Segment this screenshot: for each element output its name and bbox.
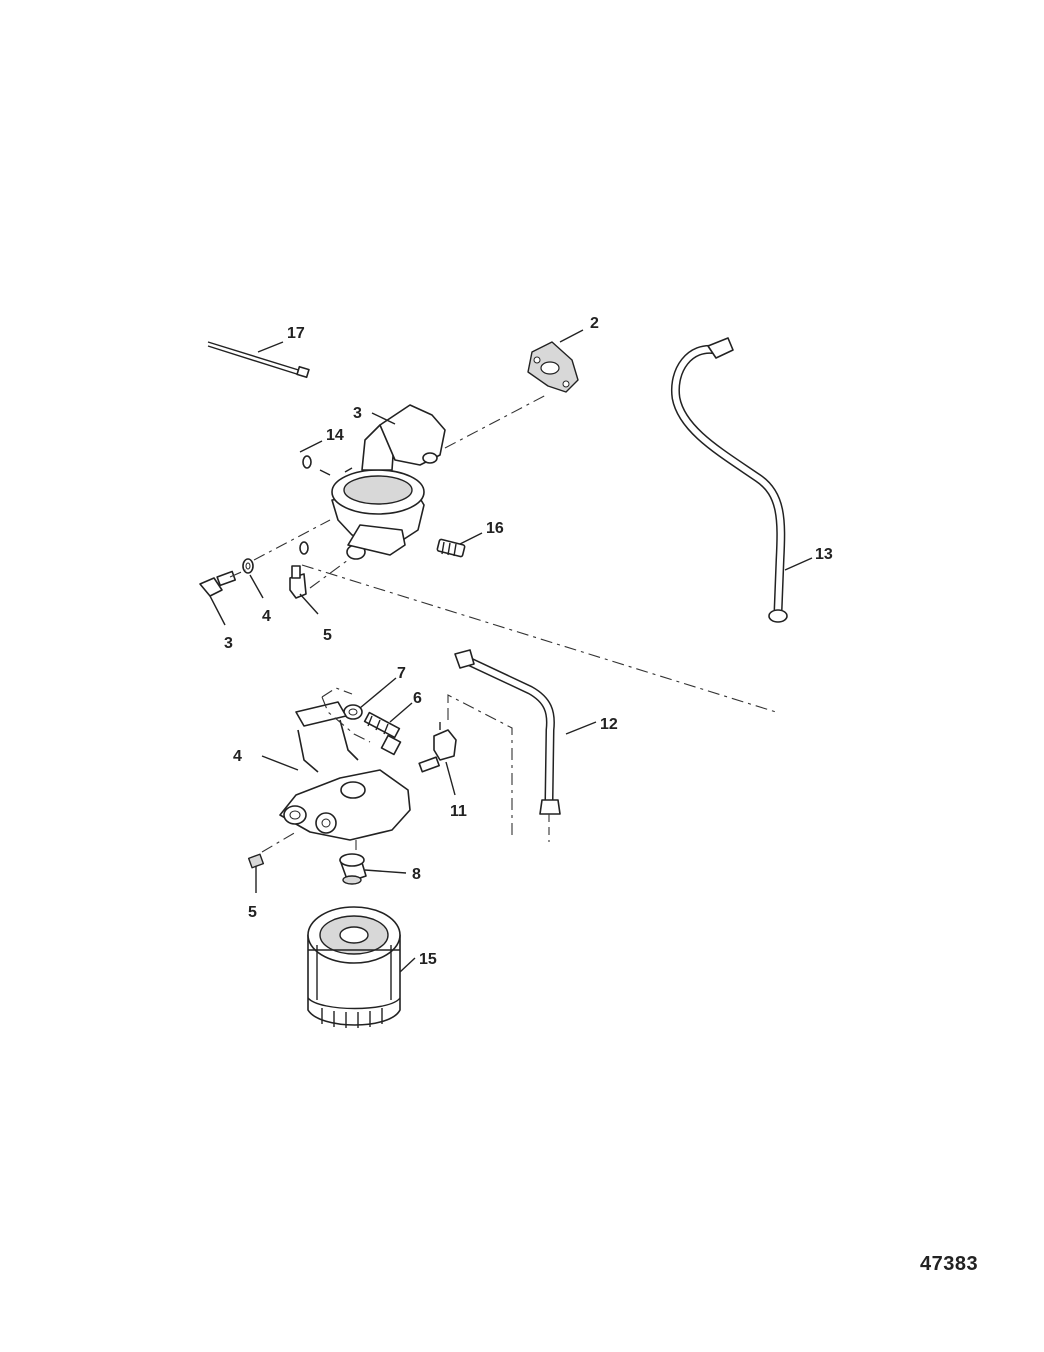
figure-number: 47383 — [920, 1253, 979, 1275]
cable-tie-part — [207, 341, 310, 379]
callout-15: 15 — [419, 951, 437, 968]
callout-11: 11 — [450, 803, 467, 820]
fuel-line-part — [670, 337, 788, 623]
callout-2: 2 — [590, 315, 599, 332]
fitting-small-part — [199, 570, 237, 597]
washer-part — [242, 558, 254, 574]
adapter-part — [339, 853, 367, 885]
callout-16: 16 — [486, 520, 504, 537]
callout-4-bracket: 4 — [233, 748, 242, 765]
callout-5-elbow: 5 — [323, 627, 332, 644]
callout-17: 17 — [287, 325, 305, 342]
callout-14: 14 — [326, 427, 344, 444]
elbow-fitting-part — [418, 722, 457, 773]
callout-5-plug: 5 — [248, 904, 257, 921]
callout-6: 6 — [413, 690, 422, 707]
gasket-part — [527, 341, 579, 393]
callout-labels: 17 2 3 14 16 13 3 4 5 7 6 12 4 11 8 5 15 — [224, 315, 833, 968]
fuel-pump-part — [319, 404, 446, 560]
fitting-part — [436, 538, 466, 558]
fuel-tube-part — [454, 649, 561, 842]
fuel-hose-part — [238, 449, 312, 555]
assembly-lines — [229, 393, 777, 853]
bolt-part — [363, 711, 402, 756]
callout-4-washer: 4 — [262, 608, 271, 625]
elbow-part — [289, 565, 307, 599]
filter-bracket-part — [279, 701, 411, 841]
callout-12: 12 — [600, 716, 618, 733]
callout-7: 7 — [397, 665, 406, 682]
callout-3-fitting: 3 — [224, 635, 233, 652]
callout-8: 8 — [412, 866, 421, 883]
washer-lower-part — [343, 704, 363, 720]
leader-lines — [209, 329, 813, 973]
fuel-filter-part — [307, 906, 401, 1028]
plug-part — [247, 853, 265, 869]
callout-13: 13 — [815, 546, 833, 563]
callout-3-pump: 3 — [353, 405, 362, 422]
